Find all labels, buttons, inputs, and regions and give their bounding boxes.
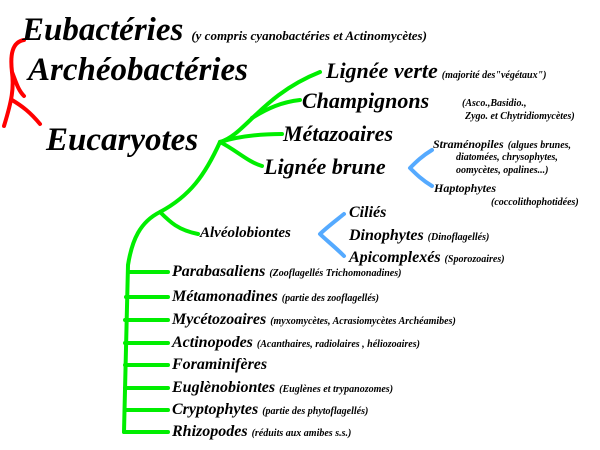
branch-alveolates <box>318 212 346 258</box>
taxon-name: Dinophytes <box>349 227 424 244</box>
taxon-name: Eubactéries <box>22 12 184 48</box>
taxon-note: (Sporozoaires) <box>444 254 505 265</box>
taxon-name: Euglènobiontes <box>172 379 276 396</box>
branch-eucaryotes <box>10 98 42 126</box>
taxon-name: Parabasaliens <box>172 263 266 280</box>
champignons-note-line1: (Asco.,Basidio., <box>462 98 527 109</box>
label-cilies: Ciliés <box>349 205 386 221</box>
root-branches <box>2 38 42 128</box>
label-metazoaires: Métazoaires <box>283 123 393 145</box>
taxon-name: Champignons <box>302 88 430 113</box>
taxon-name: Straménopiles <box>433 137 504 151</box>
taxon-name: Actinopodes <box>172 334 253 351</box>
branch-straminopiles-haptophytes <box>408 148 434 188</box>
label-eubacteries: Eubactéries (y compris cyanobactéries et … <box>22 14 427 47</box>
branch-eubacteries <box>2 38 26 128</box>
taxon-name: Apicomplexés <box>349 249 441 266</box>
taxon-name: Rhizopodes <box>172 423 248 440</box>
taxon-note: (Dinoflagellés) <box>427 232 490 243</box>
label-dinophytes: Dinophytes(Dinoflagellés) <box>349 228 489 244</box>
taxon-name: Archéobactéries <box>28 52 248 88</box>
label-metamonadines: Métamonadines(partie des zooflagellés) <box>172 289 379 305</box>
label-stramenopiles: Straménopiles(algues brunes, <box>433 138 571 151</box>
taxon-note: (algues brunes, <box>507 140 572 151</box>
taxon-name: Ciliés <box>349 204 387 221</box>
label-foraminiferes: Foraminifères <box>172 357 267 373</box>
branch-champignons <box>250 98 302 120</box>
branch-lignee-brune <box>218 140 264 168</box>
branch-archeobacteries <box>10 70 26 98</box>
taxon-name: Métazoaires <box>283 121 393 146</box>
label-eucaryotes: Eucaryotes <box>46 124 198 157</box>
label-apicomplexes: Apicomplexés(Sporozoaires) <box>349 250 505 266</box>
taxon-name: Alvéolobiontes <box>200 225 291 241</box>
taxon-name: Lignée verte <box>326 58 438 83</box>
label-archeobacteries: Archéobactéries <box>28 54 248 87</box>
taxon-note: (partie des phytoflagellés) <box>262 406 369 417</box>
label-euglenobiontes: Euglènobiontes(Euglènes et trypanozomes) <box>172 380 393 396</box>
taxon-name: Métamonadines <box>172 288 278 305</box>
label-champignons: Champignons <box>302 90 429 112</box>
stramenopiles-note-line3: oomycètes, opalines...) <box>456 165 549 176</box>
eukaryote-branches <box>122 70 322 434</box>
label-cryptophytes: Cryptophytes(partie des phytoflagellés) <box>172 402 368 418</box>
branch-metazoaires <box>218 132 284 144</box>
label-haptophytes: Haptophytes <box>434 182 496 194</box>
taxon-note: (Euglènes et trypanozomes) <box>279 384 394 395</box>
taxon-note: (majorité des"végétaux") <box>441 70 547 81</box>
taxon-name: Foraminifères <box>172 356 268 373</box>
champignons-note-line2: Zygo. et Chytridiomycètes) <box>465 111 575 122</box>
taxon-name: Haptophytes <box>434 181 496 195</box>
label-mycetozoaires: Mycétozoaires(myxomycètes, Acrasiomycète… <box>172 312 456 328</box>
label-alveolobiontes: Alvéolobiontes <box>200 226 291 241</box>
taxon-name: Mycétozoaires <box>172 311 267 328</box>
sub-branches <box>318 148 434 258</box>
branch-alveolobiontes <box>158 210 200 236</box>
haptophytes-note: (coccolithophotidées) <box>491 197 579 208</box>
label-rhizopodes: Rhizopodes(réduits aux amibes s.s.) <box>172 424 351 440</box>
taxon-note: (Acanthaires, radiolaires , héliozoaires… <box>256 339 420 350</box>
taxon-name: Cryptophytes <box>172 401 259 418</box>
label-parabasaliens: Parabasaliens(Zooflagellés Trichomonadin… <box>172 264 401 280</box>
taxon-note: (myxomycètes, Acrasiomycètes Archéamibes… <box>270 316 456 327</box>
taxon-note: (réduits aux amibes s.s.) <box>251 428 352 439</box>
taxon-note: (y compris cyanobactéries et Actinomycèt… <box>191 28 427 43</box>
label-actinopodes: Actinopodes(Acanthaires, radiolaires , h… <box>172 335 420 351</box>
stramenopiles-note-line2: diatomées, chrysophytes, <box>456 152 558 163</box>
taxon-name: Eucaryotes <box>46 122 199 158</box>
label-lignee-brune: Lignée brune <box>264 156 386 178</box>
taxon-note: (Zooflagellés Trichomonadines) <box>269 268 402 279</box>
label-lignee-verte: Lignée verte(majorité des"végétaux") <box>326 60 547 82</box>
taxon-name: Lignée brune <box>264 154 386 179</box>
taxon-note: (partie des zooflagellés) <box>281 293 379 304</box>
